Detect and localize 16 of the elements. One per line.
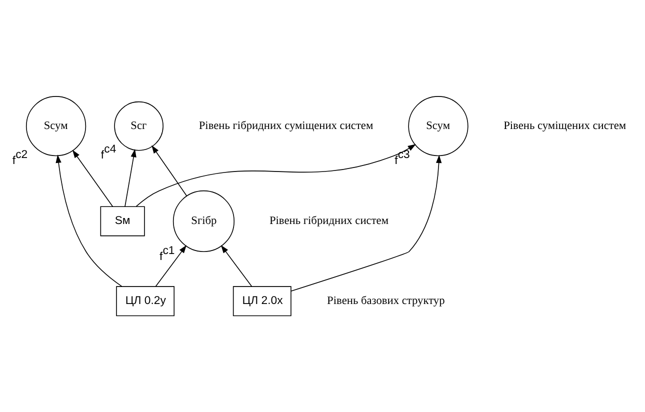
node-box: ЦЛ 0.2y <box>116 286 174 316</box>
arrow <box>220 245 252 287</box>
label: Рівень базових структур <box>327 295 445 308</box>
label: Рівень суміщених систем <box>504 120 626 132</box>
arrow <box>56 154 122 287</box>
arrow <box>152 145 188 196</box>
node-box: ЦЛ 2.0x <box>232 286 292 316</box>
label: Рівень гібридних суміщених систем <box>198 120 374 132</box>
arrow <box>124 148 136 208</box>
arrow <box>155 245 187 287</box>
node-box: Sм <box>100 206 145 236</box>
arrow <box>72 150 114 208</box>
arrow <box>290 154 442 292</box>
arrow <box>136 144 416 207</box>
label: Рівень гібридних систем <box>269 215 389 228</box>
node-circle: Sсум <box>26 96 86 156</box>
